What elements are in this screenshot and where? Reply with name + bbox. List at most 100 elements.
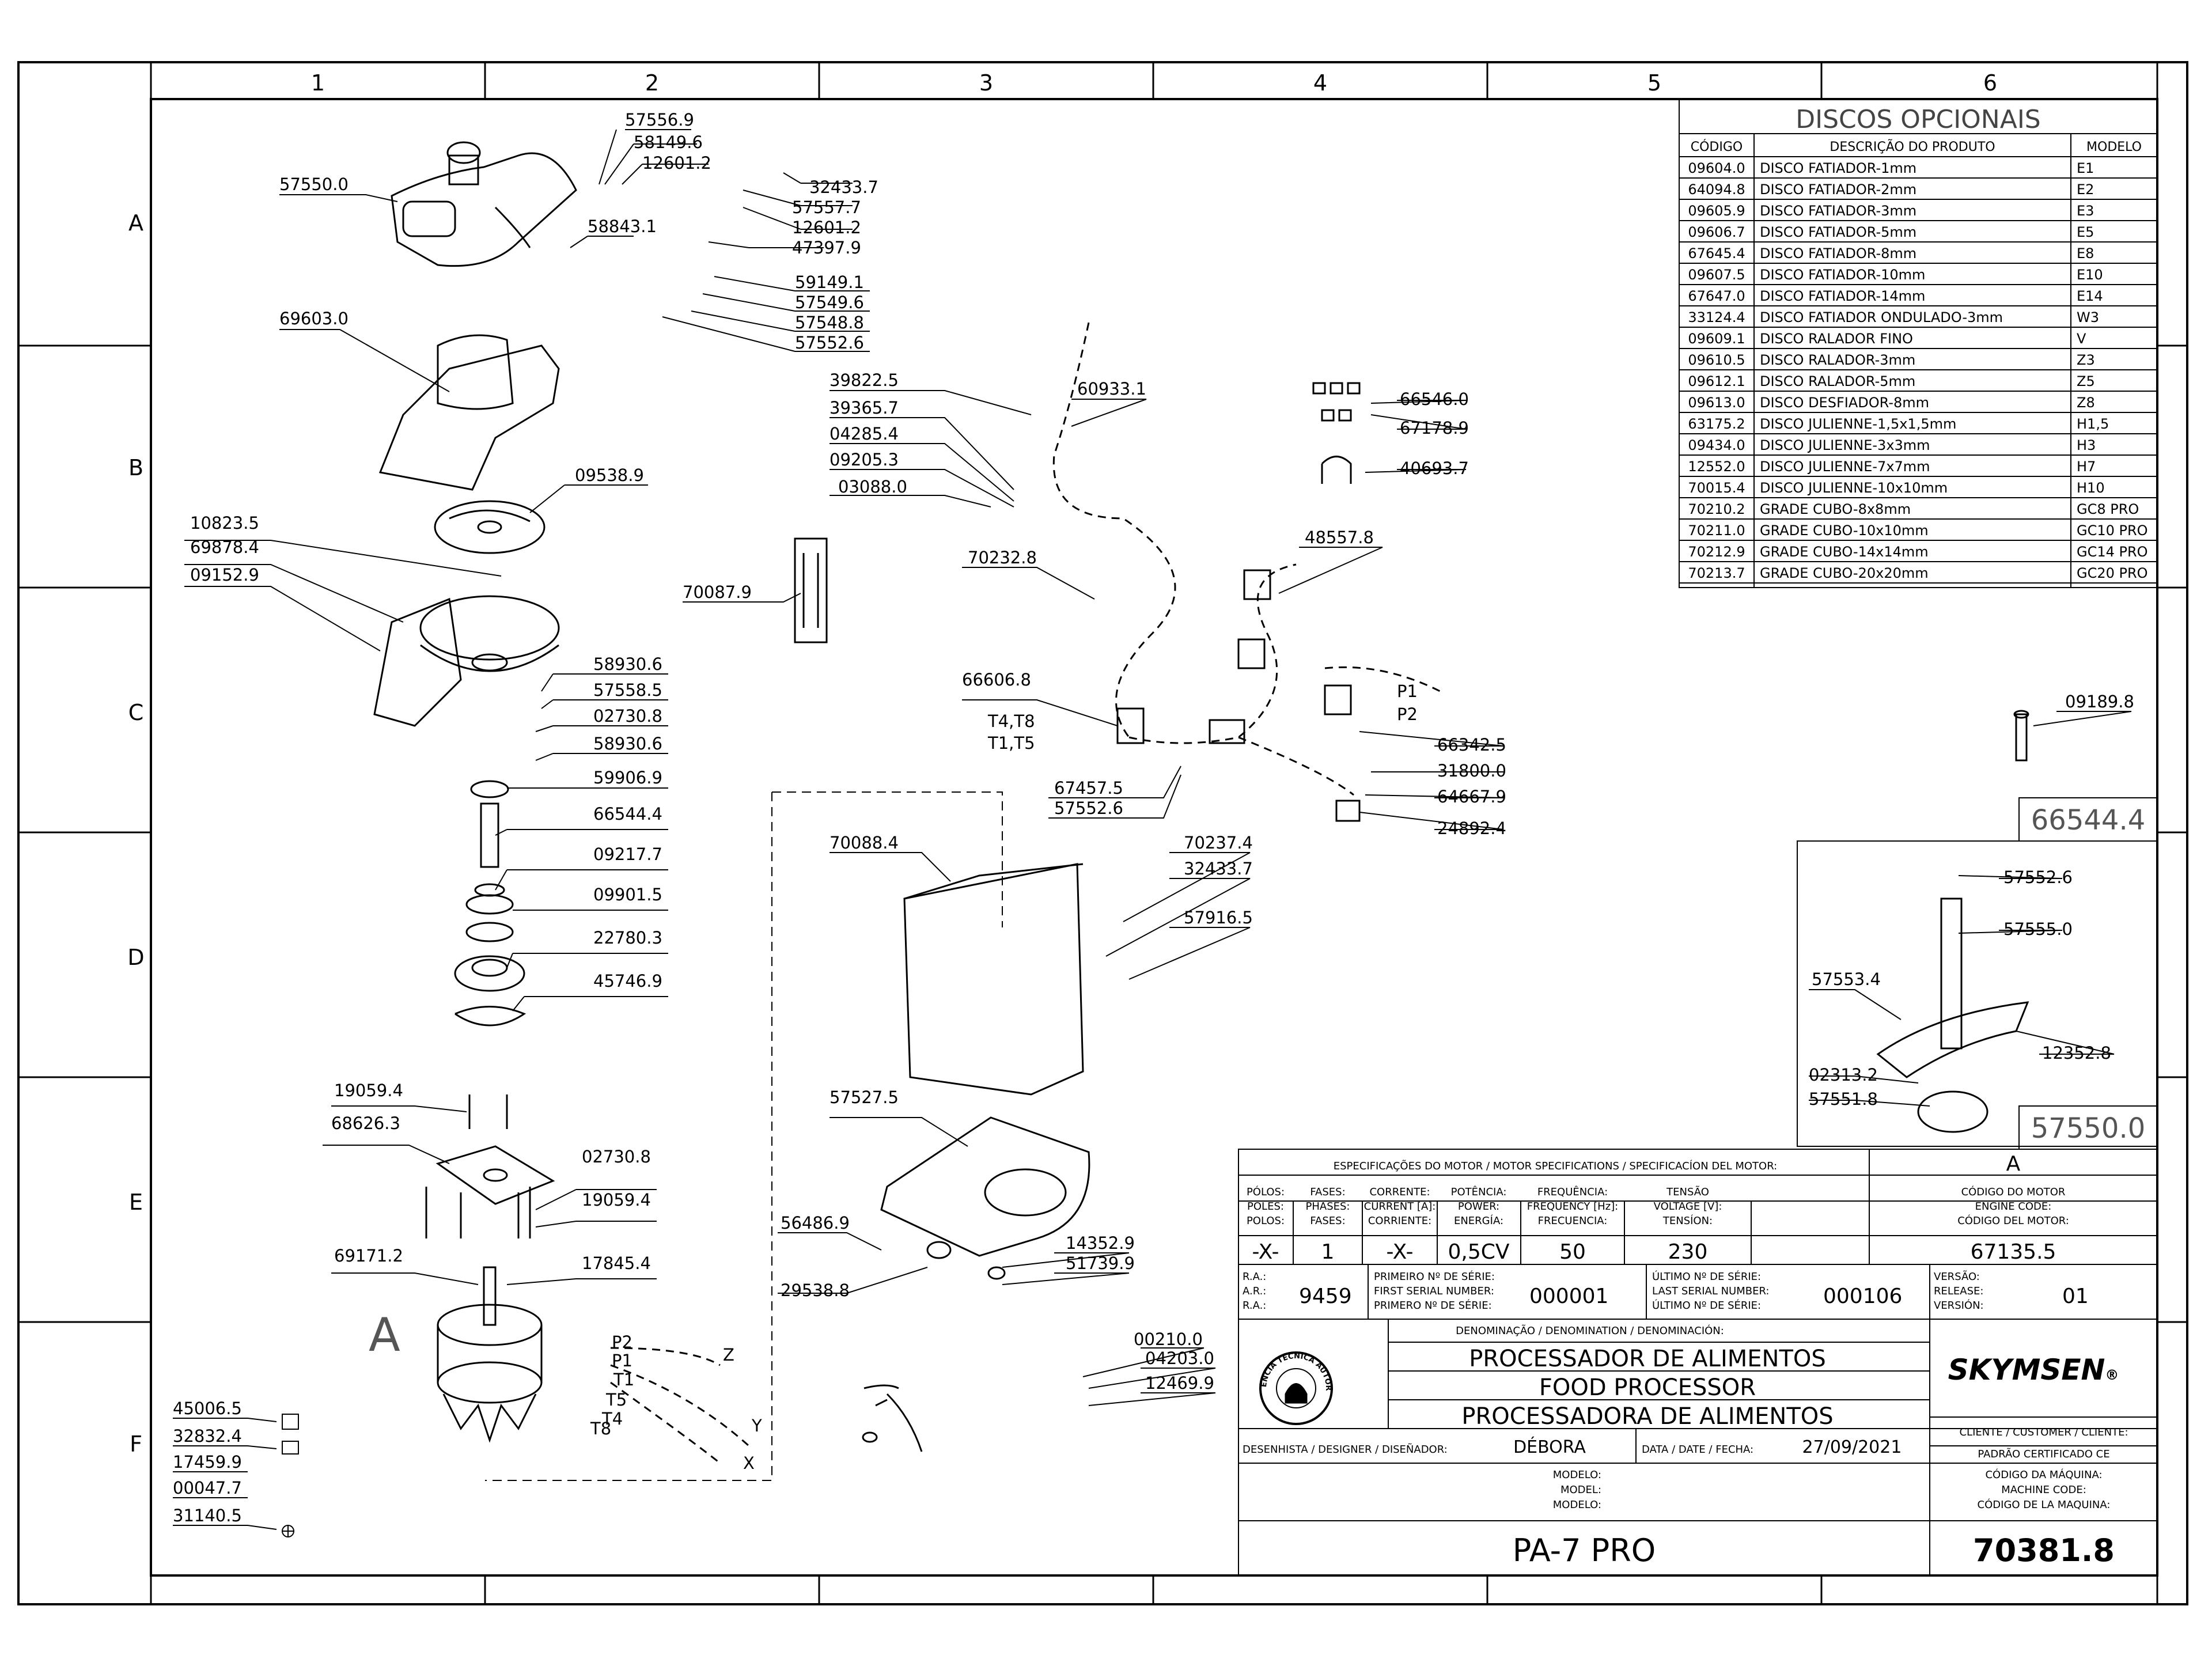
grid-row-b: B: [128, 455, 143, 480]
part-number-label: 29538.8: [781, 1281, 850, 1300]
product-name-es: PROCESSADORA DE ALIMENTOS: [1461, 1403, 1833, 1430]
last-serial-label: ÚLTIMO Nº DE SÉRIE:: [1652, 1299, 1761, 1312]
wire-label: P2: [1397, 704, 1418, 724]
part-number-label: 00210.0: [1134, 1330, 1203, 1349]
part-number-label: 32433.7: [809, 177, 878, 197]
date-label: DATA / DATE / FECHA:: [1642, 1444, 1753, 1456]
discos-cell-code: 33124.4: [1688, 309, 1745, 325]
part-number-label: 66544.4: [593, 804, 662, 824]
discos-cell-description: GRADE CUBO-20x20mm: [1760, 565, 1929, 581]
part-number-label: 70232.8: [968, 548, 1037, 567]
discos-cell-code: 70213.7: [1688, 565, 1745, 581]
machine-code-label: CÓDIGO DA MÁQUINA:: [1985, 1468, 2102, 1481]
spec-corrente-label: CURRENT [A]:: [1364, 1200, 1436, 1213]
grid-col-2: 2: [645, 70, 659, 96]
discos-cell-description: DISCO RALADOR FINO: [1760, 331, 1913, 347]
part-number-label: 02313.2: [1809, 1065, 1878, 1085]
discos-cell-code: 09613.0: [1688, 395, 1745, 411]
discos-cell-model: H7: [2077, 459, 2096, 475]
first-serial-label: PRIMERO Nº DE SÉRIE:: [1374, 1299, 1492, 1312]
part-number-label: 57556.9: [625, 110, 694, 130]
wiring-labels: T4,T8 T1,T5 P1 P2 P2 P1 T1 T5 T4 T8 Z Y …: [369, 681, 1418, 1473]
product-name-pt: PROCESSADOR DE ALIMENTOS: [1469, 1346, 1826, 1372]
machine-code-value: 70381.8: [1973, 1532, 2115, 1569]
spec-motor-code-label: ENGINE CODE:: [1975, 1200, 2052, 1213]
machine-code-label: MACHINE CODE:: [2001, 1484, 2086, 1496]
part-number-label: 32832.4: [173, 1426, 242, 1446]
version-label: VERSIÓN:: [1934, 1299, 1984, 1312]
part-number-label: 66342.5: [1437, 735, 1506, 755]
model-label: MODELO:: [1553, 1499, 1601, 1511]
part-disc: [434, 500, 546, 554]
discos-header-model: MODELO: [2086, 140, 2142, 154]
spec-motor-code-value: 67135.5: [1971, 1240, 2056, 1264]
part-number-label: 57549.6: [795, 293, 864, 312]
discos-cell-description: DISCO DESFIADOR-8mm: [1760, 395, 1929, 411]
discos-cell-code: 64094.8: [1688, 181, 1745, 198]
wire-label: Z: [723, 1345, 734, 1365]
callout-labels: 57556.9 58149.6 12601.2 57550.0 32433.7 …: [173, 110, 2134, 1525]
discos-cell-description: GRADE CUBO-8x8mm: [1760, 501, 1911, 517]
discos-cell-code: 09609.1: [1688, 331, 1745, 347]
part-number-label: 69603.0: [279, 309, 349, 328]
first-serial-value: 000001: [1529, 1285, 1608, 1308]
spec-polos-label: PÓLOS:: [1247, 1185, 1285, 1198]
discos-cell-description: DISCO FATIADOR-10mm: [1760, 267, 1925, 283]
spec-polos-value: -X-: [1252, 1240, 1279, 1264]
drawing-frame: [17, 61, 2188, 1605]
part-number-label: 59149.1: [795, 272, 864, 292]
designer-value: DÉBORA: [1513, 1437, 1586, 1457]
grid-col-6: 6: [1983, 70, 1997, 96]
discos-cell-model: GC8 PRO: [2077, 501, 2139, 517]
part-number-label: 57552.6: [1054, 798, 1123, 818]
grid-labels: 1 2 3 4 5 6 A B C D E F: [127, 70, 1997, 1457]
client-label: CLIENTE / CUSTOMER / CLIENTE:: [1959, 1426, 2128, 1438]
part-number-label: 32433.7: [1184, 859, 1253, 878]
part-number-label: 57557.7: [792, 198, 861, 217]
spec-fases-label: FASES:: [1310, 1186, 1345, 1198]
discos-cell-model: GC20 PRO: [2077, 565, 2148, 581]
wire-label: T5: [605, 1390, 627, 1410]
part-number-label: 09152.9: [190, 565, 259, 585]
spec-motor-code-label: CÓDIGO DO MOTOR: [1961, 1185, 2066, 1198]
part-number-label: 45006.5: [173, 1399, 242, 1418]
part-number-label: 58149.6: [634, 132, 703, 152]
discos-cell-code: 70211.0: [1688, 522, 1745, 539]
part-number-label: 47397.9: [792, 238, 861, 257]
discos-header-code: CÓDIGO: [1691, 139, 1743, 154]
discos-cell-code: 09604.0: [1688, 160, 1745, 176]
spec-corrente-label: CORRIENTE:: [1368, 1215, 1431, 1227]
part-number-label: 57552.6: [795, 333, 864, 353]
client-value: PADRÃO CERTIFICADO CE: [1978, 1448, 2109, 1460]
discos-cell-model: E14: [2077, 288, 2103, 304]
wire-label: T4: [601, 1409, 623, 1429]
part-number-label: 14352.9: [1066, 1233, 1135, 1253]
ra-label: R.A.:: [1243, 1300, 1266, 1312]
discos-cell-description: DISCO JULIENNE-7x7mm: [1760, 459, 1930, 475]
last-serial-label: ÚLTIMO Nº DE SÉRIE:: [1652, 1270, 1761, 1283]
discos-cell-description: DISCO FATIADOR ONDULADO-3mm: [1760, 309, 2003, 325]
brand-logo: SKYMSEN®: [1948, 1353, 2119, 1387]
spec-polos-label: POLOS:: [1247, 1215, 1285, 1227]
part-number-label: 57548.8: [795, 313, 864, 332]
discos-title: DISCOS OPCIONAIS: [1796, 105, 2040, 134]
part-number-label: 04285.4: [830, 424, 899, 444]
spec-potencia-label: ENERGÍA:: [1454, 1214, 1503, 1227]
part-number-label: 57527.5: [830, 1088, 899, 1107]
discos-cell-model: H3: [2077, 437, 2096, 453]
wire-label: Y: [751, 1416, 762, 1435]
model-label: MODEL:: [1560, 1484, 1601, 1496]
wire-label: X: [743, 1453, 755, 1473]
spec-potencia-value: 0,5CV: [1448, 1240, 1509, 1264]
part-bowl: [373, 595, 560, 727]
discos-cell-description: DISCO FATIADOR-8mm: [1760, 245, 1916, 262]
part-number-label: 12601.2: [642, 153, 711, 173]
spec-potencia-label: POWER:: [1458, 1200, 1499, 1213]
spec-fases-label: FASES:: [1310, 1215, 1345, 1227]
discos-cell-description: GRADE CUBO-10x10mm: [1760, 522, 1929, 539]
part-number-label: 10823.5: [190, 513, 259, 533]
spec-frequencia-value: 50: [1559, 1240, 1586, 1264]
part-number-label: 57550.0: [279, 175, 349, 194]
spec-polos-label: POLES:: [1247, 1200, 1284, 1213]
